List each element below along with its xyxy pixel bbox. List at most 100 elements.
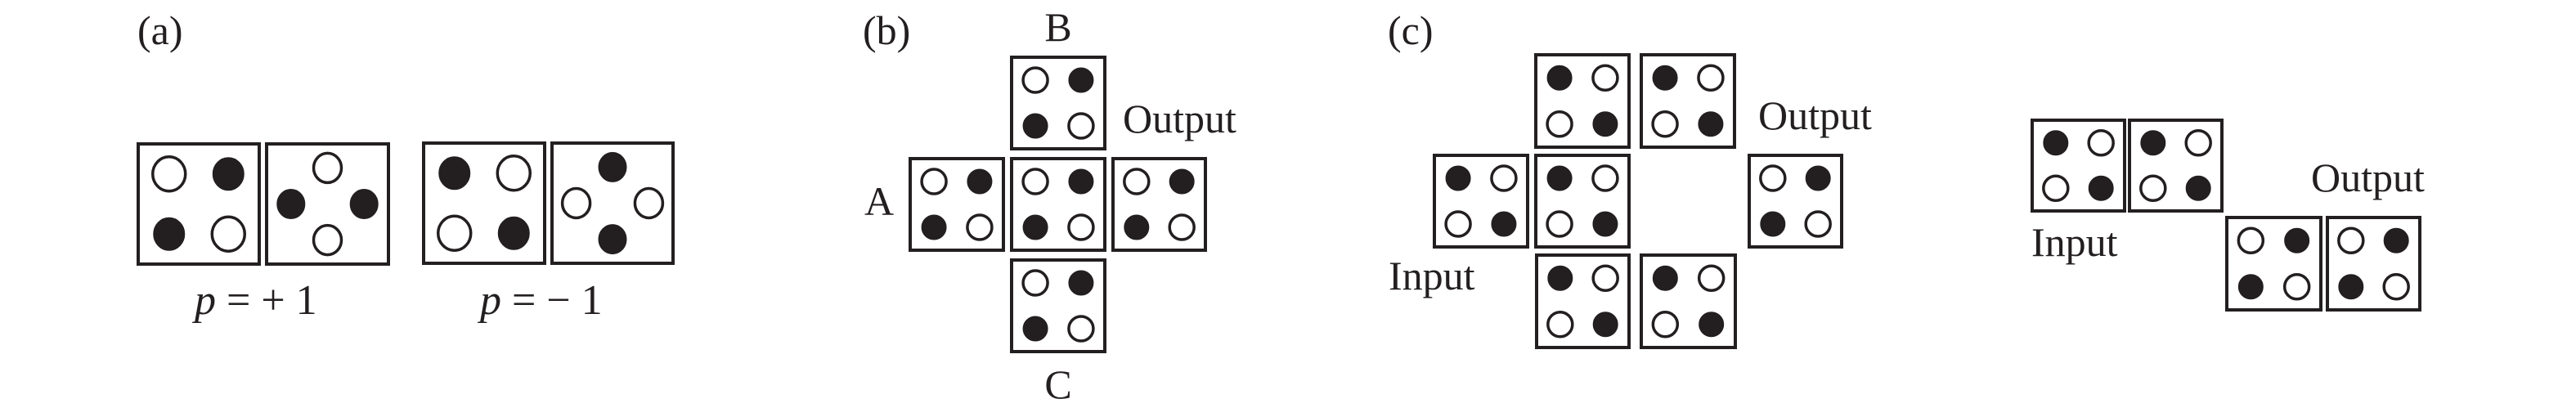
spin-box-d-out-1 bbox=[2225, 216, 2322, 312]
panel-label-b: (b) bbox=[863, 7, 910, 53]
filled-dot bbox=[1760, 211, 1786, 237]
open-dot bbox=[1444, 210, 1472, 238]
spin-box-c-top-1 bbox=[1534, 53, 1631, 149]
filled-dot bbox=[153, 217, 186, 251]
filled-dot bbox=[1445, 165, 1471, 191]
filled-dot bbox=[497, 216, 530, 250]
filled-dot bbox=[2338, 274, 2364, 300]
caption-var: p bbox=[191, 277, 216, 324]
open-dot bbox=[1546, 210, 1573, 238]
filled-dot bbox=[2140, 130, 2166, 156]
label-output-d: Output bbox=[2311, 155, 2425, 200]
filled-dot bbox=[1698, 111, 1724, 137]
caption-var: p bbox=[477, 277, 501, 324]
spin-box-d-out-2 bbox=[2326, 216, 2421, 312]
filled-dot bbox=[1068, 168, 1094, 195]
panel-c: (c) Output Input bbox=[1388, 7, 1872, 349]
caption-p-minus-one: p = − 1 bbox=[477, 277, 603, 324]
open-dot bbox=[1168, 213, 1196, 241]
open-dot bbox=[1067, 315, 1095, 343]
open-dot bbox=[1546, 311, 1574, 339]
open-dot bbox=[210, 215, 247, 253]
spin-box-c-mid-right bbox=[1748, 154, 1843, 249]
open-dot bbox=[1591, 264, 1619, 292]
open-dot bbox=[1759, 164, 1787, 192]
filled-dot bbox=[1022, 214, 1048, 240]
filled-dot bbox=[2383, 227, 2409, 253]
panel-label-a: (a) bbox=[137, 7, 183, 53]
filled-dot bbox=[1169, 168, 1195, 195]
spin-box-d-in-1 bbox=[2031, 119, 2126, 213]
caption-value: = − 1 bbox=[501, 277, 603, 324]
panel-d: Input Output bbox=[2031, 119, 2425, 312]
open-dot bbox=[496, 155, 532, 192]
panel-a-boxes bbox=[137, 141, 675, 266]
filled-dot bbox=[1546, 65, 1573, 91]
open-dot bbox=[633, 186, 665, 220]
filled-dot bbox=[2284, 227, 2310, 253]
spin-box-b-center bbox=[1010, 157, 1106, 252]
spin-box-a1 bbox=[137, 142, 261, 266]
open-dot bbox=[1123, 168, 1151, 195]
open-dot bbox=[312, 151, 343, 185]
filled-dot bbox=[1547, 265, 1573, 291]
open-dot bbox=[920, 168, 948, 195]
spin-box-b-top bbox=[1010, 56, 1106, 150]
open-dot bbox=[1804, 210, 1832, 238]
caption-value: = + 1 bbox=[216, 277, 317, 324]
spin-box-a2 bbox=[265, 142, 390, 266]
filled-dot bbox=[1546, 165, 1573, 191]
open-dot bbox=[1546, 110, 1573, 138]
spin-box-c-mid-2 bbox=[1534, 154, 1631, 249]
open-dot bbox=[436, 214, 473, 252]
open-dot bbox=[1021, 66, 1049, 94]
panel-b-boxes bbox=[909, 56, 1207, 353]
open-dot bbox=[1591, 164, 1619, 192]
open-dot bbox=[2139, 174, 2167, 202]
label-output-b: Output bbox=[1123, 96, 1236, 141]
open-dot bbox=[2042, 174, 2070, 202]
filled-dot bbox=[1805, 165, 1831, 191]
filled-dot bbox=[2043, 130, 2069, 156]
panel-c-boxes bbox=[1433, 53, 1843, 349]
filled-dot bbox=[1652, 65, 1678, 91]
filled-dot bbox=[1699, 312, 1725, 338]
panel-b: (b) B A C Output bbox=[863, 4, 1236, 407]
open-dot bbox=[2087, 129, 2115, 157]
filled-dot bbox=[1022, 316, 1048, 342]
open-dot bbox=[1651, 311, 1680, 339]
filled-dot bbox=[276, 189, 306, 219]
spin-box-d-in-2 bbox=[2128, 119, 2224, 213]
open-dot bbox=[1021, 269, 1049, 297]
spin-box-b-right bbox=[1111, 157, 1207, 252]
label-c-bottom: C bbox=[1044, 361, 1071, 407]
filled-dot bbox=[1592, 111, 1618, 137]
open-dot bbox=[1651, 110, 1679, 138]
open-dot bbox=[2282, 273, 2311, 301]
filled-dot bbox=[1068, 67, 1094, 93]
filled-dot bbox=[349, 189, 379, 219]
filled-dot bbox=[2185, 175, 2211, 201]
spin-box-c-bot-1 bbox=[1535, 253, 1631, 349]
caption-p-plus-one: p = + 1 bbox=[191, 277, 317, 324]
label-b-top: B bbox=[1044, 4, 1071, 50]
spin-box-c-mid-1 bbox=[1433, 154, 1529, 249]
spin-box-b-left bbox=[909, 157, 1005, 252]
open-dot bbox=[1697, 264, 1726, 292]
open-dot bbox=[2382, 273, 2410, 301]
filled-dot bbox=[1124, 214, 1150, 240]
filled-dot bbox=[1592, 312, 1618, 338]
filled-dot bbox=[1491, 211, 1517, 237]
label-a-left: A bbox=[864, 178, 894, 224]
panel-d-boxes bbox=[2031, 119, 2421, 312]
filled-dot bbox=[967, 168, 993, 195]
open-dot bbox=[1490, 164, 1518, 192]
open-dot bbox=[2337, 226, 2365, 254]
filled-dot bbox=[212, 157, 245, 191]
open-dot bbox=[966, 213, 994, 241]
filled-dot bbox=[1022, 113, 1048, 139]
open-dot bbox=[1591, 64, 1619, 92]
spin-box-a4 bbox=[550, 141, 675, 265]
open-dot bbox=[1067, 213, 1095, 241]
